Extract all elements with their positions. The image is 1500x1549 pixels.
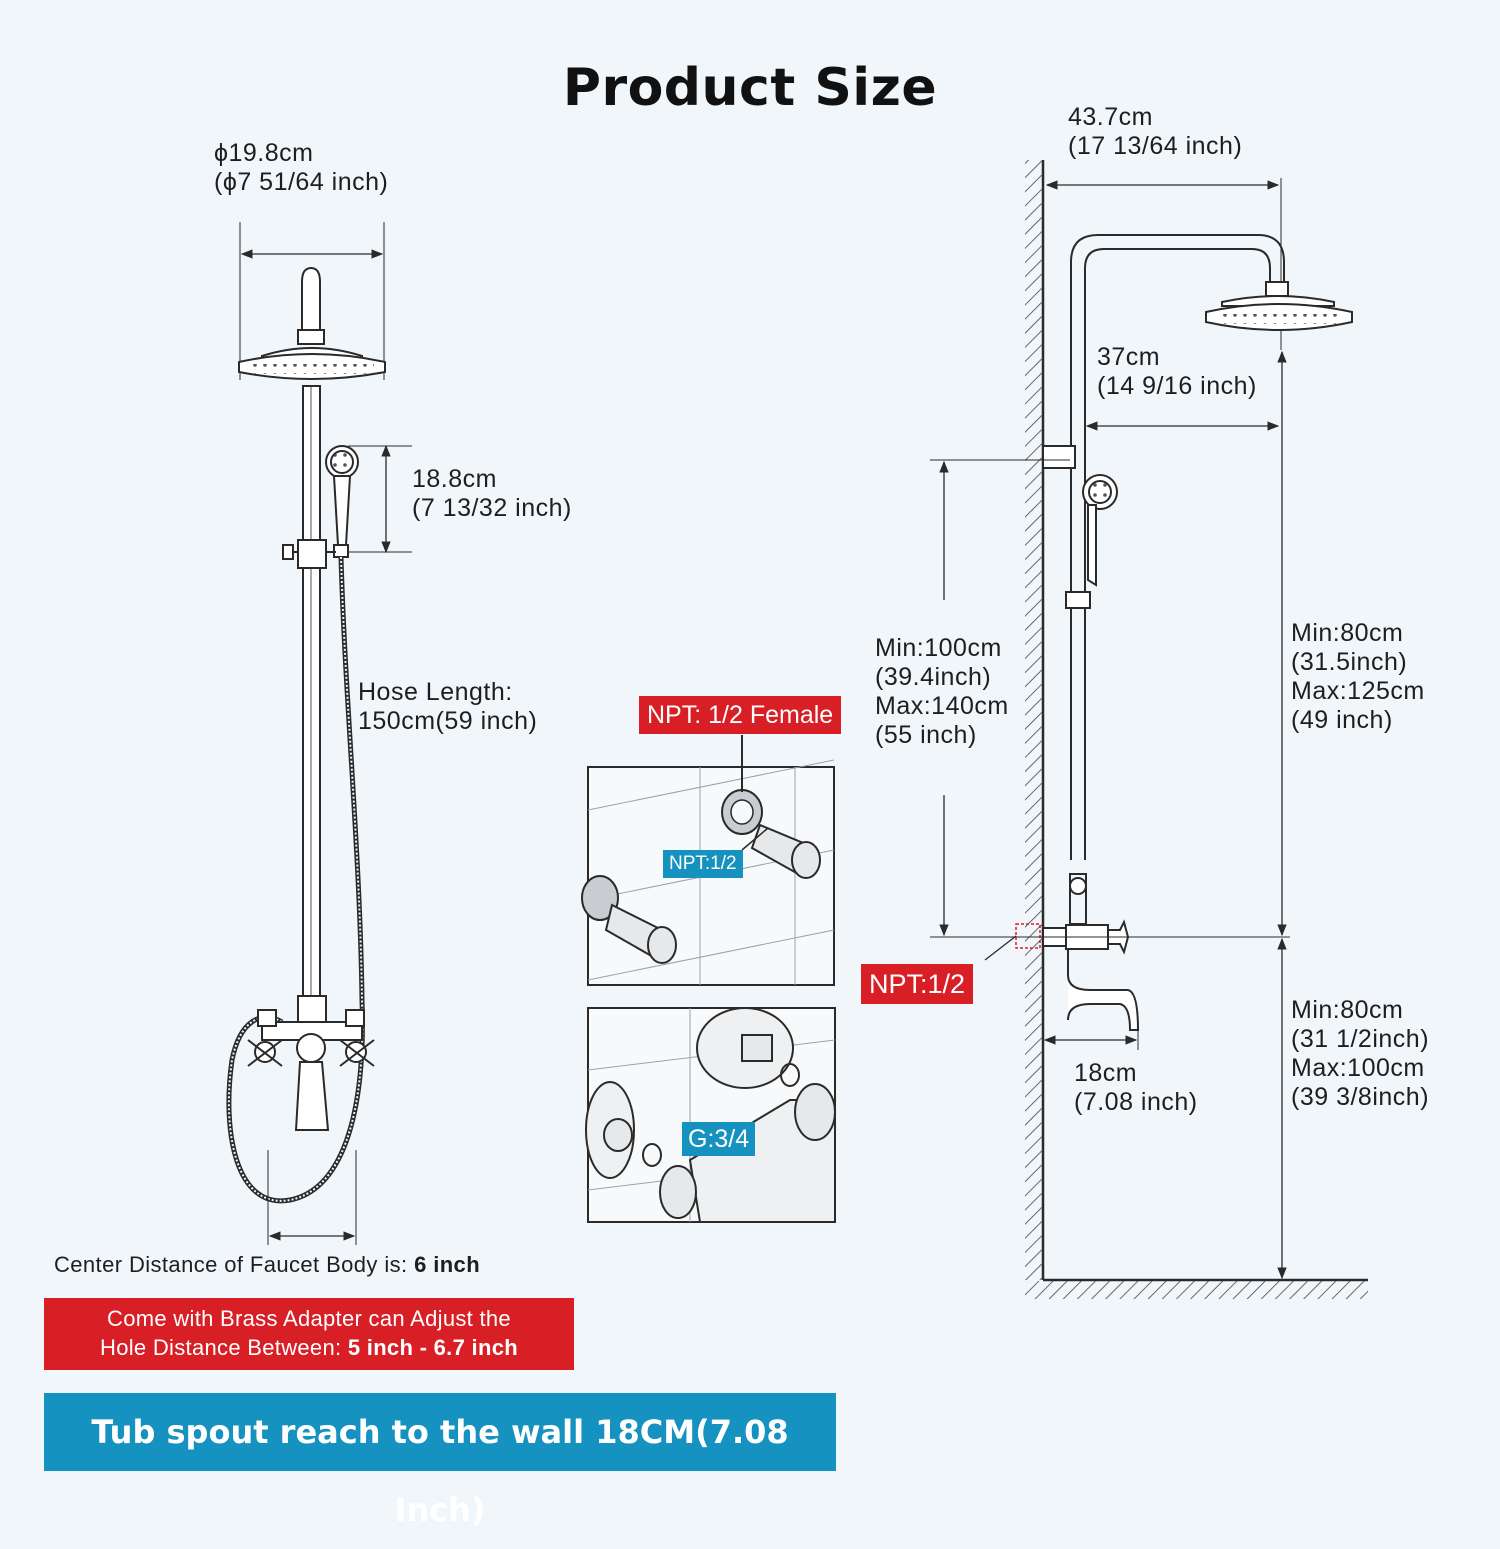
- hose-length-title: Hose Length:: [358, 678, 513, 706]
- wall-npt-tag: NPT:1/2: [861, 964, 974, 1004]
- handheld-length-inch: (7 13/32 inch): [412, 494, 572, 522]
- rod-height-min-inch: (39.4inch): [875, 663, 992, 691]
- head-to-valve-max-inch: (49 inch): [1291, 706, 1393, 734]
- g-three-quarter-tag: G:3/4: [682, 1122, 756, 1156]
- center-distance-text: Center Distance of Faucet Body is: 6 inc…: [54, 1252, 480, 1278]
- head-to-valve-min-inch: (31.5inch): [1291, 648, 1408, 676]
- page-title: Product Size: [562, 58, 938, 118]
- spout-reach-banner: Tub spout reach to the wall 18CM(7.08 In…: [44, 1393, 836, 1529]
- arm-span-cm: 37cm: [1097, 343, 1161, 371]
- arm-reach-label: 43.7cm (17 13/64 inch): [1068, 103, 1242, 161]
- valve-to-floor-max-inch: (39 3/8inch): [1291, 1083, 1430, 1111]
- handheld-length-cm: 18.8cm: [412, 465, 497, 493]
- head-to-valve-max: Max:125cm: [1291, 677, 1425, 705]
- npt-female-tag: NPT: 1/2 Female: [639, 696, 842, 734]
- hose-length-label: Hose Length: 150cm(59 inch): [358, 678, 537, 736]
- valve-to-floor-min-inch: (31 1/2inch): [1291, 1025, 1430, 1053]
- spout-reach-inch: (7.08 inch): [1074, 1088, 1198, 1116]
- spout-reach-label: 18cm (7.08 inch): [1074, 1059, 1198, 1117]
- center-distance-prefix: Center Distance of Faucet Body is:: [54, 1252, 415, 1277]
- spout-reach-cm: 18cm: [1074, 1059, 1138, 1087]
- product-drawing: [226, 160, 1368, 1299]
- head-to-valve-label: Min:80cm (31.5inch) Max:125cm (49 inch): [1291, 619, 1425, 735]
- center-distance-value: 6 inch: [414, 1252, 481, 1277]
- arm-span-inch: (14 9/16 inch): [1097, 372, 1257, 400]
- right-shower-unit: [930, 160, 1368, 1299]
- brass-adapter-note: Come with Brass Adapter can Adjust the H…: [44, 1298, 574, 1370]
- head-diameter-label: ϕ19.8cm (ϕ7 51/64 inch): [214, 139, 388, 197]
- rod-height-label: Min:100cm (39.4inch) Max:140cm (55 inch): [875, 634, 1009, 750]
- valve-to-floor-label: Min:80cm (31 1/2inch) Max:100cm (39 3/8i…: [1291, 996, 1429, 1112]
- adapter-note-line1: Come with Brass Adapter can Adjust the: [107, 1306, 511, 1331]
- valve-to-floor-min: Min:80cm: [1291, 996, 1404, 1024]
- rod-height-max-inch: (55 inch): [875, 721, 977, 749]
- hose-length-value: 150cm(59 inch): [358, 707, 538, 735]
- npt-half-tag: NPT:1/2: [663, 850, 743, 878]
- left-shower-unit: [226, 222, 412, 1245]
- head-to-valve-min: Min:80cm: [1291, 619, 1404, 647]
- head-diameter-inch: (ϕ7 51/64 inch): [214, 168, 389, 196]
- valve-to-floor-max: Max:100cm: [1291, 1054, 1425, 1082]
- arm-reach-inch: (17 13/64 inch): [1068, 132, 1243, 160]
- handheld-length-label: 18.8cm (7 13/32 inch): [412, 465, 572, 523]
- head-diameter-cm: ϕ19.8cm: [214, 139, 314, 167]
- adapter-note-line2: Hole Distance Between: 5 inch - 6.7 inch: [100, 1335, 518, 1360]
- arm-reach-cm: 43.7cm: [1068, 103, 1153, 131]
- arm-span-label: 37cm (14 9/16 inch): [1097, 343, 1257, 401]
- rod-height-max: Max:140cm: [875, 692, 1009, 720]
- rod-height-min: Min:100cm: [875, 634, 1002, 662]
- inset-wall-valve: [585, 1007, 836, 1223]
